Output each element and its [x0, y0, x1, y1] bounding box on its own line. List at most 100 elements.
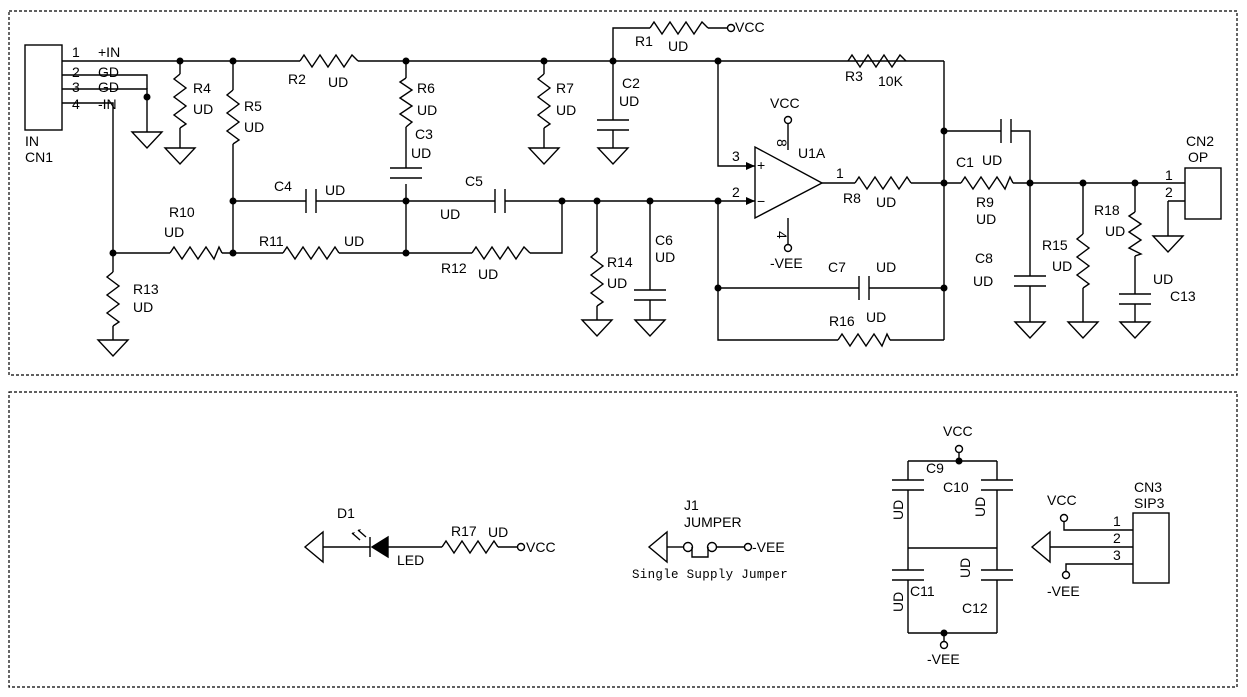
resistor-r17	[441, 539, 499, 555]
c7-ref: C7	[828, 259, 846, 275]
connector-cn1-body	[24, 44, 63, 131]
cn3-ref: CN3	[1134, 479, 1162, 495]
c12-value: UD	[957, 558, 973, 578]
r7-value: UD	[556, 102, 576, 118]
c8-value: UD	[973, 273, 993, 289]
capacitor-c7	[858, 276, 870, 300]
cn1-pin2-num: 2	[72, 64, 80, 80]
c5-ref: C5	[465, 173, 483, 189]
r13-value: UD	[133, 299, 153, 315]
cn1-ref: CN1	[25, 149, 53, 165]
r17-ref: R17	[451, 523, 477, 539]
ground-symbol	[1118, 321, 1152, 340]
c6-ref: C6	[655, 232, 673, 248]
c11-ref: C11	[910, 583, 935, 599]
vcc-terminal	[954, 444, 964, 454]
r13-ref: R13	[133, 281, 159, 297]
r8-ref: R8	[843, 190, 861, 206]
ground-symbol	[1151, 235, 1185, 254]
resistor-r5	[225, 89, 241, 145]
connector-cn2-body	[1184, 167, 1222, 220]
decoupling-caps: VCC -VEE C9 UD C10 UD C11 UD C12 UD	[890, 423, 1013, 667]
grounds	[96, 131, 1185, 358]
c7-value: UD	[876, 259, 896, 275]
ground-symbol	[596, 147, 630, 166]
r8-value: UD	[876, 194, 896, 210]
resistor-r14	[589, 251, 605, 307]
r2-value: UD	[328, 74, 348, 90]
c12-ref: C12	[962, 600, 988, 616]
c4-value: UD	[325, 182, 345, 198]
vcc-terminal	[783, 115, 793, 125]
j1-value: JUMPER	[684, 514, 742, 530]
connector-cn3: CN3 SIP3 1 2 3 VCC -VEE	[1030, 479, 1170, 599]
cn1-pin3-name: GD	[98, 79, 119, 95]
cn1-pin3-num: 3	[72, 79, 80, 95]
r14-value: UD	[607, 275, 627, 291]
resistor-r8	[854, 175, 912, 191]
ground-symbol	[633, 319, 667, 338]
resistor-bodies	[105, 20, 1143, 555]
jumper-j1: -VEE J1 JUMPER Single Supply Jumper	[632, 497, 788, 582]
vee-terminal	[783, 243, 793, 253]
capacitor-c12	[981, 569, 1013, 581]
d1-ref: D1	[337, 505, 355, 521]
resistor-r13	[105, 271, 121, 327]
d1-vcc-label: VCC	[526, 539, 556, 555]
capacitor-c9	[892, 479, 924, 491]
j1-caption: Single Supply Jumper	[632, 568, 788, 582]
cn3-vcc-label: VCC	[1047, 492, 1077, 508]
r3-ref: R3	[845, 68, 863, 84]
resistor-r3	[847, 53, 907, 69]
aux-panel-border	[8, 391, 1238, 688]
cn2-pin1: 1	[1165, 167, 1173, 183]
cn3-pin2: 2	[1113, 530, 1121, 546]
vcc-terminal	[726, 23, 736, 33]
c6-value: UD	[655, 249, 675, 265]
capacitor-c4	[305, 189, 317, 213]
r17-value: UD	[488, 524, 508, 540]
c11-value: UD	[890, 592, 906, 612]
capacitor-c3	[390, 167, 422, 179]
cn1-pin4-name: -IN	[98, 96, 117, 112]
c1-value: UD	[982, 152, 1002, 168]
connector-cn2: CN2 OP 1 2	[1165, 133, 1222, 220]
ground-symbol	[163, 147, 197, 166]
r9-ref: R9	[976, 194, 994, 210]
connector-cn3-body	[1132, 512, 1170, 584]
r9-value: UD	[976, 211, 996, 227]
r18-value: UD	[1105, 223, 1125, 239]
ground-symbol	[1066, 321, 1100, 340]
c3-ref: C3	[415, 126, 433, 142]
r5-ref: R5	[244, 98, 262, 114]
ground-symbol	[130, 131, 164, 150]
ground-symbol	[647, 530, 668, 564]
ground-symbol	[1030, 530, 1051, 564]
cn2-ref: CN2	[1186, 133, 1214, 149]
resistor-r15	[1075, 233, 1091, 289]
cn1-value: IN	[25, 133, 39, 149]
opamp-vee-label: -VEE	[770, 255, 803, 271]
decoupling-vee-label: -VEE	[927, 651, 960, 667]
c10-value: UD	[972, 497, 988, 517]
resistor-r1	[649, 20, 709, 36]
capacitor-c13	[1119, 293, 1151, 305]
c1-ref: C1	[956, 154, 974, 170]
led-d1: VCC D1 LED R17 UD	[303, 505, 556, 568]
junctions	[109, 57, 1139, 637]
opamp-pin-vcc: 8	[774, 139, 790, 147]
r4-value: UD	[193, 101, 213, 117]
ground-symbol	[1013, 321, 1047, 340]
capacitor-c8	[1014, 275, 1046, 287]
r11-value: UD	[344, 233, 364, 249]
opamp-u1a-body	[754, 145, 824, 220]
vcc-terminal	[516, 542, 526, 552]
r12-value: UD	[478, 266, 498, 282]
resistor-r2	[299, 53, 359, 69]
decoupling-vcc-label: VCC	[943, 423, 973, 439]
cn3-vee-label: -VEE	[1047, 583, 1080, 599]
capacitor-c5	[494, 189, 506, 213]
r15-value: UD	[1052, 258, 1072, 274]
connector-cn1: 1 +IN 2 GD 3 GD 4 -IN IN CN1	[24, 44, 120, 165]
